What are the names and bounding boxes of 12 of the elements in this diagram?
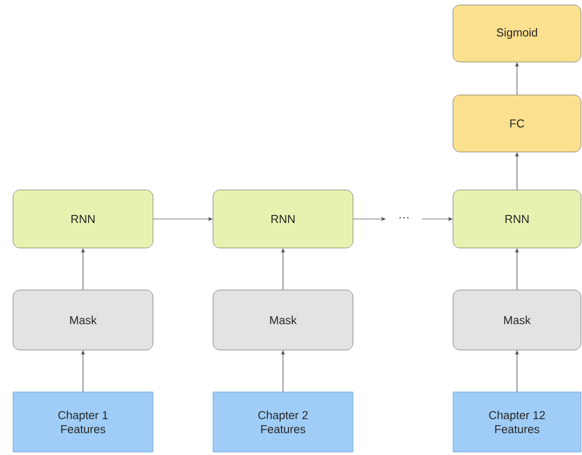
mask-box: Mask — [12, 290, 154, 350]
rnn-box: RNN — [12, 190, 154, 248]
rnn-box: RNN — [452, 190, 582, 248]
mask-box: Mask — [212, 290, 354, 350]
feature-box: Chapter 12 Features — [452, 392, 582, 452]
output-box: Sigmoid — [452, 4, 582, 62]
mask-box: Mask — [452, 290, 582, 350]
rnn-box: RNN — [212, 190, 354, 248]
feature-box: Chapter 2 Features — [212, 392, 354, 452]
feature-box: Chapter 1 Features — [12, 392, 154, 452]
output-box: FC — [452, 94, 582, 152]
ellipsis: ··· — [400, 217, 408, 218]
